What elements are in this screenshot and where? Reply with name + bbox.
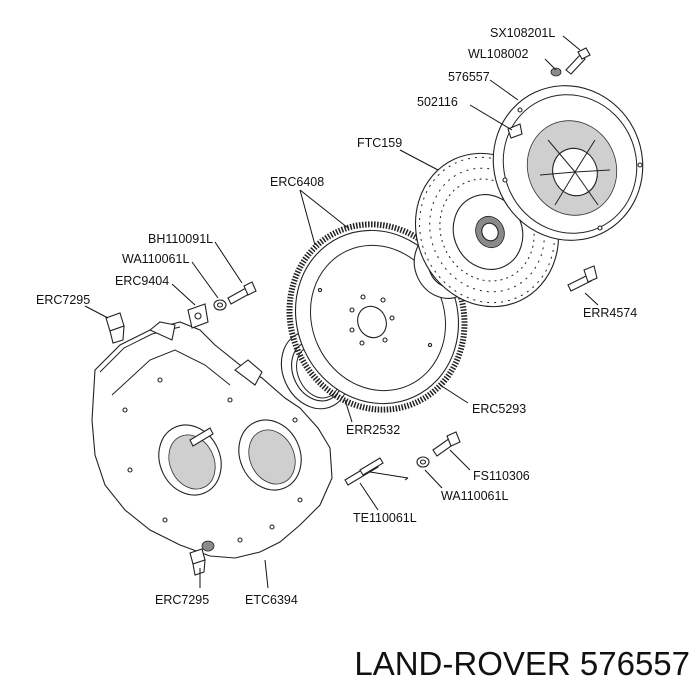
label-erc6408: ERC6408 [270, 175, 324, 189]
label-err4574: ERR4574 [583, 306, 637, 320]
label-bh110091l: BH110091L [148, 232, 213, 246]
label-erc7295-top: ERC7295 [36, 293, 90, 307]
label-576557: 576557 [448, 70, 490, 84]
leader-lines [84, 35, 599, 589]
erc7295-bottom-plug-part [189, 548, 206, 576]
screw-sx-part [565, 47, 591, 75]
label-wa110061l-bottom: WA110061L [441, 489, 508, 503]
washer-bottom-part [416, 456, 430, 468]
washer-wl-part [550, 67, 562, 77]
bolt-err4574-part [567, 265, 598, 292]
pressure-plate-part [492, 85, 644, 241]
label-erc9404: ERC9404 [115, 274, 169, 288]
label-502116: 502116 [417, 95, 458, 109]
erc9404-bracket-part [187, 303, 209, 329]
brand-caption: LAND-ROVER 576557 [354, 645, 690, 682]
dowel-part [507, 123, 523, 139]
label-sx108201l: SX108201L [490, 26, 555, 40]
bolt-fs110306-part [432, 431, 461, 457]
erc7295-top-plug-part [105, 312, 125, 344]
studs-part [344, 457, 384, 486]
bolt-top-part [227, 281, 257, 305]
label-erc7295-bottom: ERC7295 [155, 593, 209, 607]
label-wa110061l-top: WA110061L [122, 252, 189, 266]
label-wl108002: WL108002 [468, 47, 529, 61]
label-ftc159: FTC159 [357, 136, 402, 150]
housing-plate-part [91, 321, 333, 559]
label-te110061l: TE110061L [353, 511, 417, 525]
label-etc6394: ETC6394 [245, 593, 298, 607]
label-err2532: ERR2532 [346, 423, 400, 437]
washer-top-part [213, 299, 227, 311]
label-erc5293: ERC5293 [472, 402, 526, 416]
label-fs110306: FS110306 [473, 469, 530, 483]
